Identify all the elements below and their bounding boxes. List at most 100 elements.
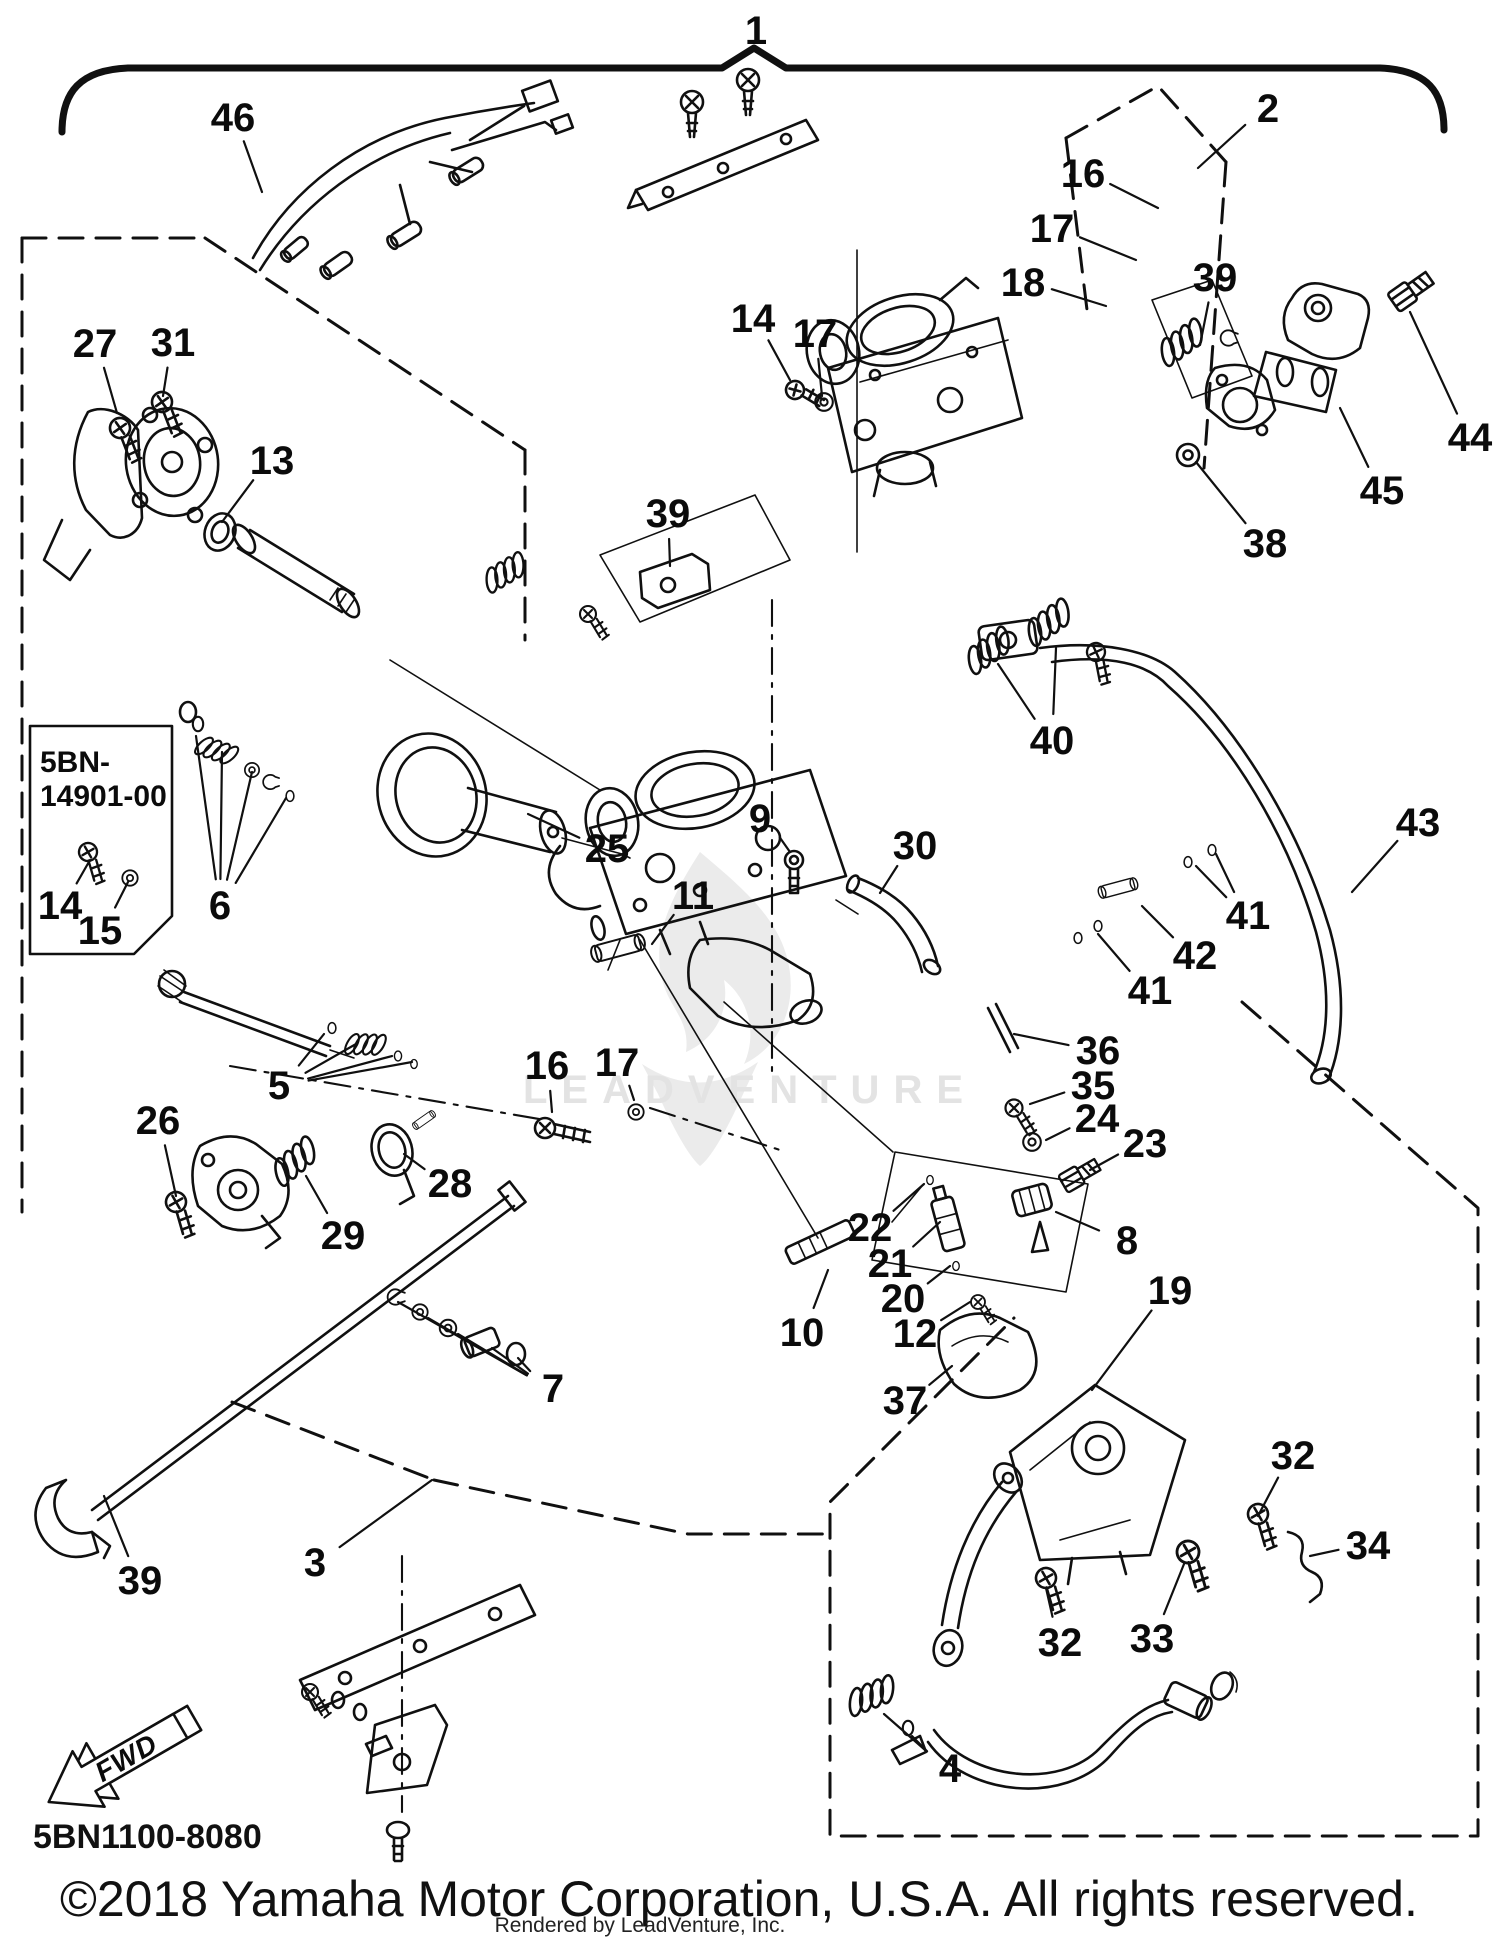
callout-18: 18 — [1001, 261, 1046, 305]
leader-line-6 — [219, 750, 224, 881]
callout-45: 45 — [1360, 469, 1405, 513]
leader-line-39 — [1198, 301, 1210, 347]
leader-line-14 — [75, 858, 92, 885]
callout-1: 1 — [745, 9, 767, 53]
carb-top-screw-washer — [784, 379, 834, 412]
callout-20: 20 — [881, 1277, 926, 1321]
leader-line-17 — [1078, 236, 1138, 262]
leader-line-41 — [1214, 852, 1236, 894]
leader-line-27 — [102, 366, 119, 415]
callout-46: 46 — [211, 96, 256, 140]
leader-line-23 — [1088, 1153, 1120, 1172]
callout-30: 30 — [893, 824, 938, 868]
assembly-bracket — [58, 44, 1448, 136]
callout-2: 2 — [1257, 87, 1279, 131]
center-bracket-group — [475, 494, 791, 641]
ref-box-line2: 14901-00 — [40, 780, 167, 813]
diaphragm-assembly — [178, 700, 631, 859]
leader-line-41 — [1096, 932, 1131, 973]
bottom-center-bracket — [298, 1583, 537, 1863]
leader-line-39 — [102, 1494, 130, 1558]
callout-27: 27 — [73, 322, 118, 366]
throttle-sensor-harness — [251, 79, 575, 281]
upper-carburetor-body — [805, 276, 1024, 498]
rendered-by-line: Rendered by LeadVenture, Inc. — [495, 1914, 786, 1937]
callout-13: 13 — [250, 439, 295, 483]
callout-25: 25 — [585, 827, 630, 871]
leader-line-3 — [338, 1478, 434, 1549]
callout-28: 28 — [428, 1162, 473, 1206]
leader-line-11 — [650, 913, 675, 946]
leader-line-40 — [1052, 646, 1058, 716]
callout-31: 31 — [151, 321, 196, 365]
callout-14: 14 — [38, 884, 83, 928]
leader-line-13 — [220, 479, 255, 524]
leader-line-10 — [812, 1268, 830, 1310]
leader-line-12 — [939, 1300, 972, 1322]
copyright-line: ©2018 Yamaha Motor Corporation, U.S.A. A… — [60, 1871, 1418, 1927]
callout-32: 32 — [1271, 1434, 1316, 1478]
callout-36: 36 — [1076, 1029, 1121, 1073]
footer: 5BN1100-8080 ©2018 Yamaha Motor Corporat… — [33, 1818, 1418, 1937]
callout-37: 37 — [883, 1379, 928, 1423]
leader-line-34 — [1308, 1548, 1340, 1558]
leader-line-16 — [1109, 182, 1160, 210]
leader-line-14 — [767, 339, 792, 382]
callout-23: 23 — [1123, 1122, 1168, 1166]
leader-line-46 — [242, 140, 264, 194]
callout-35: 35 — [1071, 1064, 1116, 1108]
callout-10: 10 — [780, 1311, 825, 1355]
callout-24: 24 — [1075, 1097, 1120, 1141]
leader-line-6 — [225, 770, 254, 881]
callout-9: 9 — [749, 797, 771, 841]
callout-6: 6 — [209, 884, 231, 928]
fwd-arrow-label: FWD — [90, 1728, 163, 1788]
leader-line-32 — [1256, 1476, 1280, 1518]
leader-line-41 — [1194, 864, 1228, 899]
leader-line-20 — [926, 1264, 952, 1285]
leader-line-33 — [1162, 1562, 1186, 1616]
leadventure-watermark: LEADVENTURE — [523, 852, 963, 1166]
leader-line-21 — [912, 1220, 942, 1248]
sync-spring-group — [955, 593, 1123, 689]
leader-line-40 — [996, 662, 1036, 720]
fwd-arrow: FWD — [47, 1704, 203, 1809]
ref-box-line1: 5BN- — [40, 746, 110, 779]
callout-32: 32 — [1038, 1621, 1083, 1665]
leader-line-2 — [1196, 123, 1247, 170]
callout-7: 7 — [542, 1367, 564, 1411]
callout-41: 41 — [1226, 894, 1271, 938]
leader-line-17 — [628, 1084, 636, 1102]
leader-line-32 — [1044, 1586, 1054, 1618]
leader-line-5 — [304, 1042, 358, 1074]
leader-line-22 — [892, 1182, 926, 1212]
leader-line-5 — [307, 1060, 414, 1082]
leader-line-43 — [1350, 839, 1399, 894]
callout-17: 17 — [595, 1041, 640, 1085]
leader-line-5 — [297, 1032, 326, 1067]
leader-line-28 — [402, 1152, 426, 1171]
choke-shaft — [34, 1180, 527, 1560]
leader-line-35 — [1028, 1091, 1066, 1106]
callout-39: 39 — [1193, 256, 1238, 300]
center-small-parts — [588, 843, 1217, 976]
leader-line-25 — [526, 812, 581, 839]
drawing-code: 5BN1100-8080 — [33, 1818, 262, 1856]
leader-line-31 — [161, 366, 169, 398]
float-bowl-cover — [937, 1312, 1187, 1586]
callout-19: 19 — [1148, 1269, 1193, 1313]
callout-17: 17 — [793, 312, 838, 356]
leader-line-7 — [516, 1356, 532, 1373]
fuel-hose — [977, 618, 1343, 1085]
leader-line-36 — [1012, 1032, 1070, 1047]
leader-line-45 — [1338, 406, 1370, 468]
leader-line-16 — [549, 1089, 554, 1114]
callout-42: 42 — [1173, 934, 1218, 978]
callout-22: 22 — [848, 1206, 893, 1250]
leader-line-26 — [163, 1144, 178, 1198]
callout-38: 38 — [1243, 522, 1288, 566]
callout-17: 17 — [1030, 207, 1075, 251]
leader-line-42 — [1140, 904, 1175, 939]
top-mounting-bar — [626, 67, 820, 212]
